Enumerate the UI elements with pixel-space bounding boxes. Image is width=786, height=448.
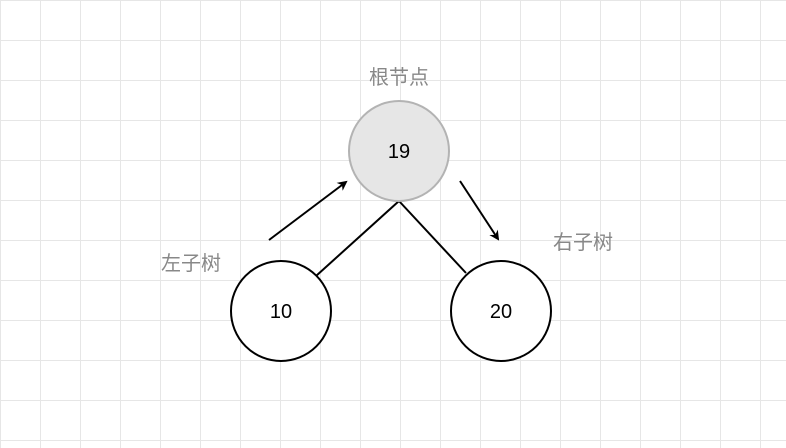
root-node-value: 19 bbox=[388, 141, 410, 163]
left-subtree-label: 左子树 bbox=[161, 251, 221, 275]
right-subtree-label: 右子树 bbox=[553, 230, 613, 254]
root-node: 19 bbox=[348, 100, 450, 202]
root-node-circle bbox=[348, 100, 450, 202]
left-node-circle bbox=[230, 260, 332, 362]
right-node-value: 20 bbox=[490, 301, 512, 323]
left-node: 10 bbox=[230, 260, 332, 362]
left-node-value: 10 bbox=[270, 301, 292, 323]
edge-root-right bbox=[398, 200, 467, 274]
edge-root-left bbox=[315, 200, 400, 277]
arrow-root-to-right bbox=[459, 180, 500, 241]
root-label: 根节点 bbox=[369, 65, 429, 89]
arrow-left-to-root bbox=[268, 180, 348, 241]
right-node-circle bbox=[450, 260, 552, 362]
right-node: 20 bbox=[450, 260, 552, 362]
